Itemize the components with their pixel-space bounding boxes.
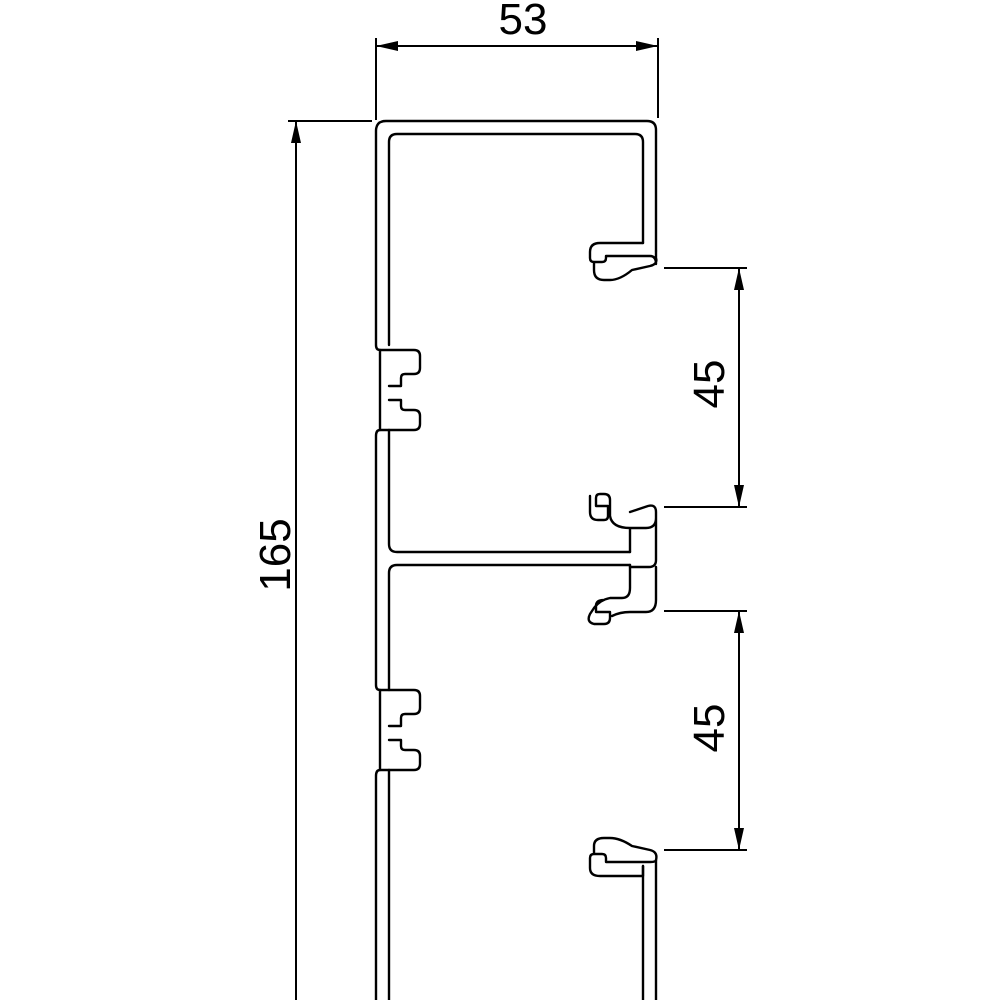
upper-left-t-slot [378,348,422,432]
lower-pitch-dimension-label: 45 [685,704,734,753]
top-right-clip-hook [588,241,658,282]
dimension-lower-pitch [664,610,747,851]
dimension-width [375,38,659,120]
dimension-upper-pitch [664,267,747,508]
upper-pitch-dimension-label: 45 [685,360,734,409]
lower-left-t-slot [378,688,422,772]
middle-lower-clip-hook [587,563,658,626]
trunking-profile [374,119,658,1000]
profile-inner-skin [387,132,645,1000]
height-dimension-label: 165 [251,518,300,591]
bottom-right-clip-hook [588,836,658,878]
profile-outer-skin [374,119,658,1000]
middle-upper-clip-hook [588,492,658,569]
width-dimension-label: 53 [499,0,548,44]
dimension-height [288,120,372,1000]
